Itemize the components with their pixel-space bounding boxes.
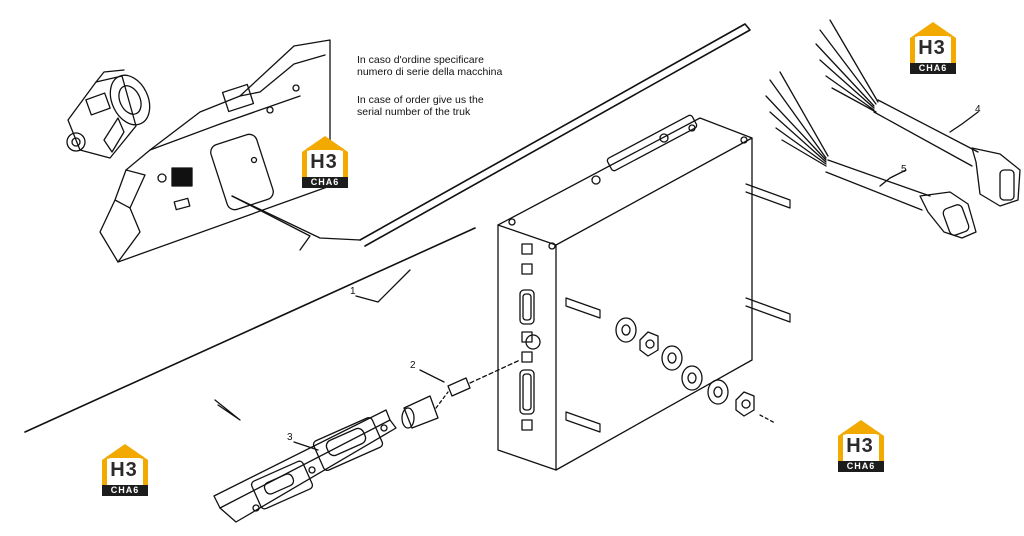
washers-and-nuts (615, 317, 776, 424)
detail-leader-2 (231, 195, 311, 251)
callout-3: 3 (287, 432, 293, 443)
order-note-italian-line-1: In caso d'ordine specificare (357, 54, 484, 66)
cable-harness-4 (815, 19, 1021, 207)
connector-plate (213, 409, 397, 523)
order-note-english-line-2: serial number of the truk (357, 106, 471, 118)
control-box (497, 114, 791, 471)
order-note-italian-line-2: numero di serie della macchina (357, 66, 503, 78)
watermark-tag: CHA6 (102, 485, 148, 496)
order-note-english-line-1: In case of order give us the (357, 94, 484, 106)
watermark-logo: H3 CHA6 (100, 442, 160, 502)
watermark-code: H3 (918, 37, 946, 59)
cable-harness-5 (765, 71, 977, 239)
callout-2: 2 (410, 360, 416, 371)
order-note-italian: In caso d'ordine specificare numero di s… (357, 54, 502, 78)
fuse-and-holder (401, 359, 521, 429)
section-line-lower (24, 227, 476, 433)
watermark-logo: H3 CHA6 (836, 418, 896, 478)
callout-labels: 1 2 3 4 5 (287, 104, 981, 443)
watermark-tag: CHA6 (302, 177, 348, 188)
watermark-tag: CHA6 (910, 63, 956, 74)
watermark-code: H3 (846, 435, 874, 457)
detail-leader (231, 195, 361, 241)
callout-1: 1 (350, 286, 356, 297)
watermark-logo: H3 CHA6 (908, 20, 968, 80)
steering-unit (66, 69, 151, 159)
callout-4: 4 (975, 104, 981, 115)
section-line-upper (359, 23, 751, 247)
callout-5: 5 (901, 164, 907, 175)
watermark-code: H3 (110, 459, 138, 481)
watermark-logo: H3 CHA6 (300, 134, 360, 194)
bracket-lower (214, 399, 241, 421)
order-note-english: In case of order give us the serial numb… (357, 94, 484, 118)
watermark-tag: CHA6 (838, 461, 884, 472)
dashboard-panel (99, 39, 331, 263)
watermark-code: H3 (310, 151, 338, 173)
